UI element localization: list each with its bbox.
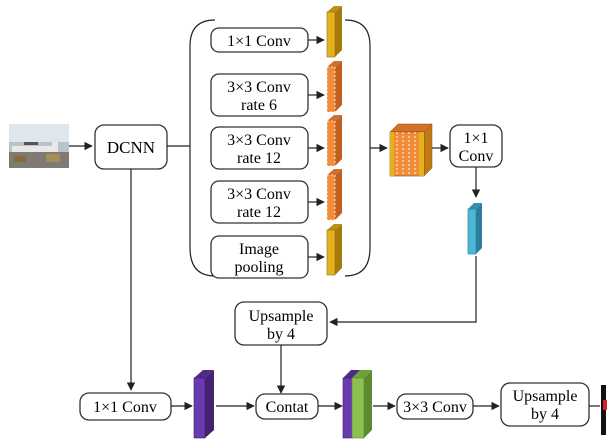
upsample-mid-line2: by 4 (267, 326, 295, 343)
aspp-pooling-line1: Image (239, 241, 279, 258)
upsample-mid-line1: Upsample (249, 308, 314, 325)
aspp-feature-rate6 (326, 61, 342, 113)
aspp-rate12b-line1: 3×3 Conv (227, 186, 291, 203)
aspp-pooling-line2: pooling (235, 259, 284, 276)
aspp-conv1x1-label: 1×1 Conv (227, 33, 291, 50)
contat-label: Contat (266, 399, 309, 416)
input-image (9, 124, 69, 168)
fuse-conv1x1-line2: Conv (459, 148, 494, 165)
aspp-left-bracket (189, 19, 216, 277)
decoder-conv3x3-label: 3×3 Conv (403, 399, 467, 416)
lowlevel-conv1x1-label: 1×1 Conv (93, 399, 157, 416)
aspp-output-feature (467, 203, 482, 255)
aspp-feature-rate12-a (326, 115, 342, 167)
output-map (601, 385, 607, 435)
aspp-feature-pooling (326, 224, 342, 276)
aspp-rate6-line1: 3×3 Conv (227, 79, 291, 96)
edge-cyan-upsample (329, 256, 477, 327)
dcnn-label: DCNN (107, 138, 155, 157)
aspp-rate12b-line2: rate 12 (237, 204, 281, 221)
upsample-out-box (500, 382, 590, 427)
aspp-right-bracket (344, 19, 371, 277)
aspp-feature-rate12-b (326, 169, 342, 221)
decoder-concat-feature (342, 370, 372, 439)
aspp-feature-conv1x1 (326, 6, 342, 58)
upsample-out-line1: Upsample (513, 388, 578, 405)
lowlevel-feature (193, 370, 214, 439)
aspp-rate12a-line2: rate 12 (237, 150, 281, 167)
aspp-rate12a-line1: 3×3 Conv (227, 132, 291, 149)
upsample-out-line2: by 4 (531, 406, 559, 423)
fuse-conv1x1-line1: 1×1 (463, 130, 488, 147)
concat-feature-stack (389, 123, 433, 177)
aspp-rate6-line2: rate 6 (241, 97, 277, 114)
